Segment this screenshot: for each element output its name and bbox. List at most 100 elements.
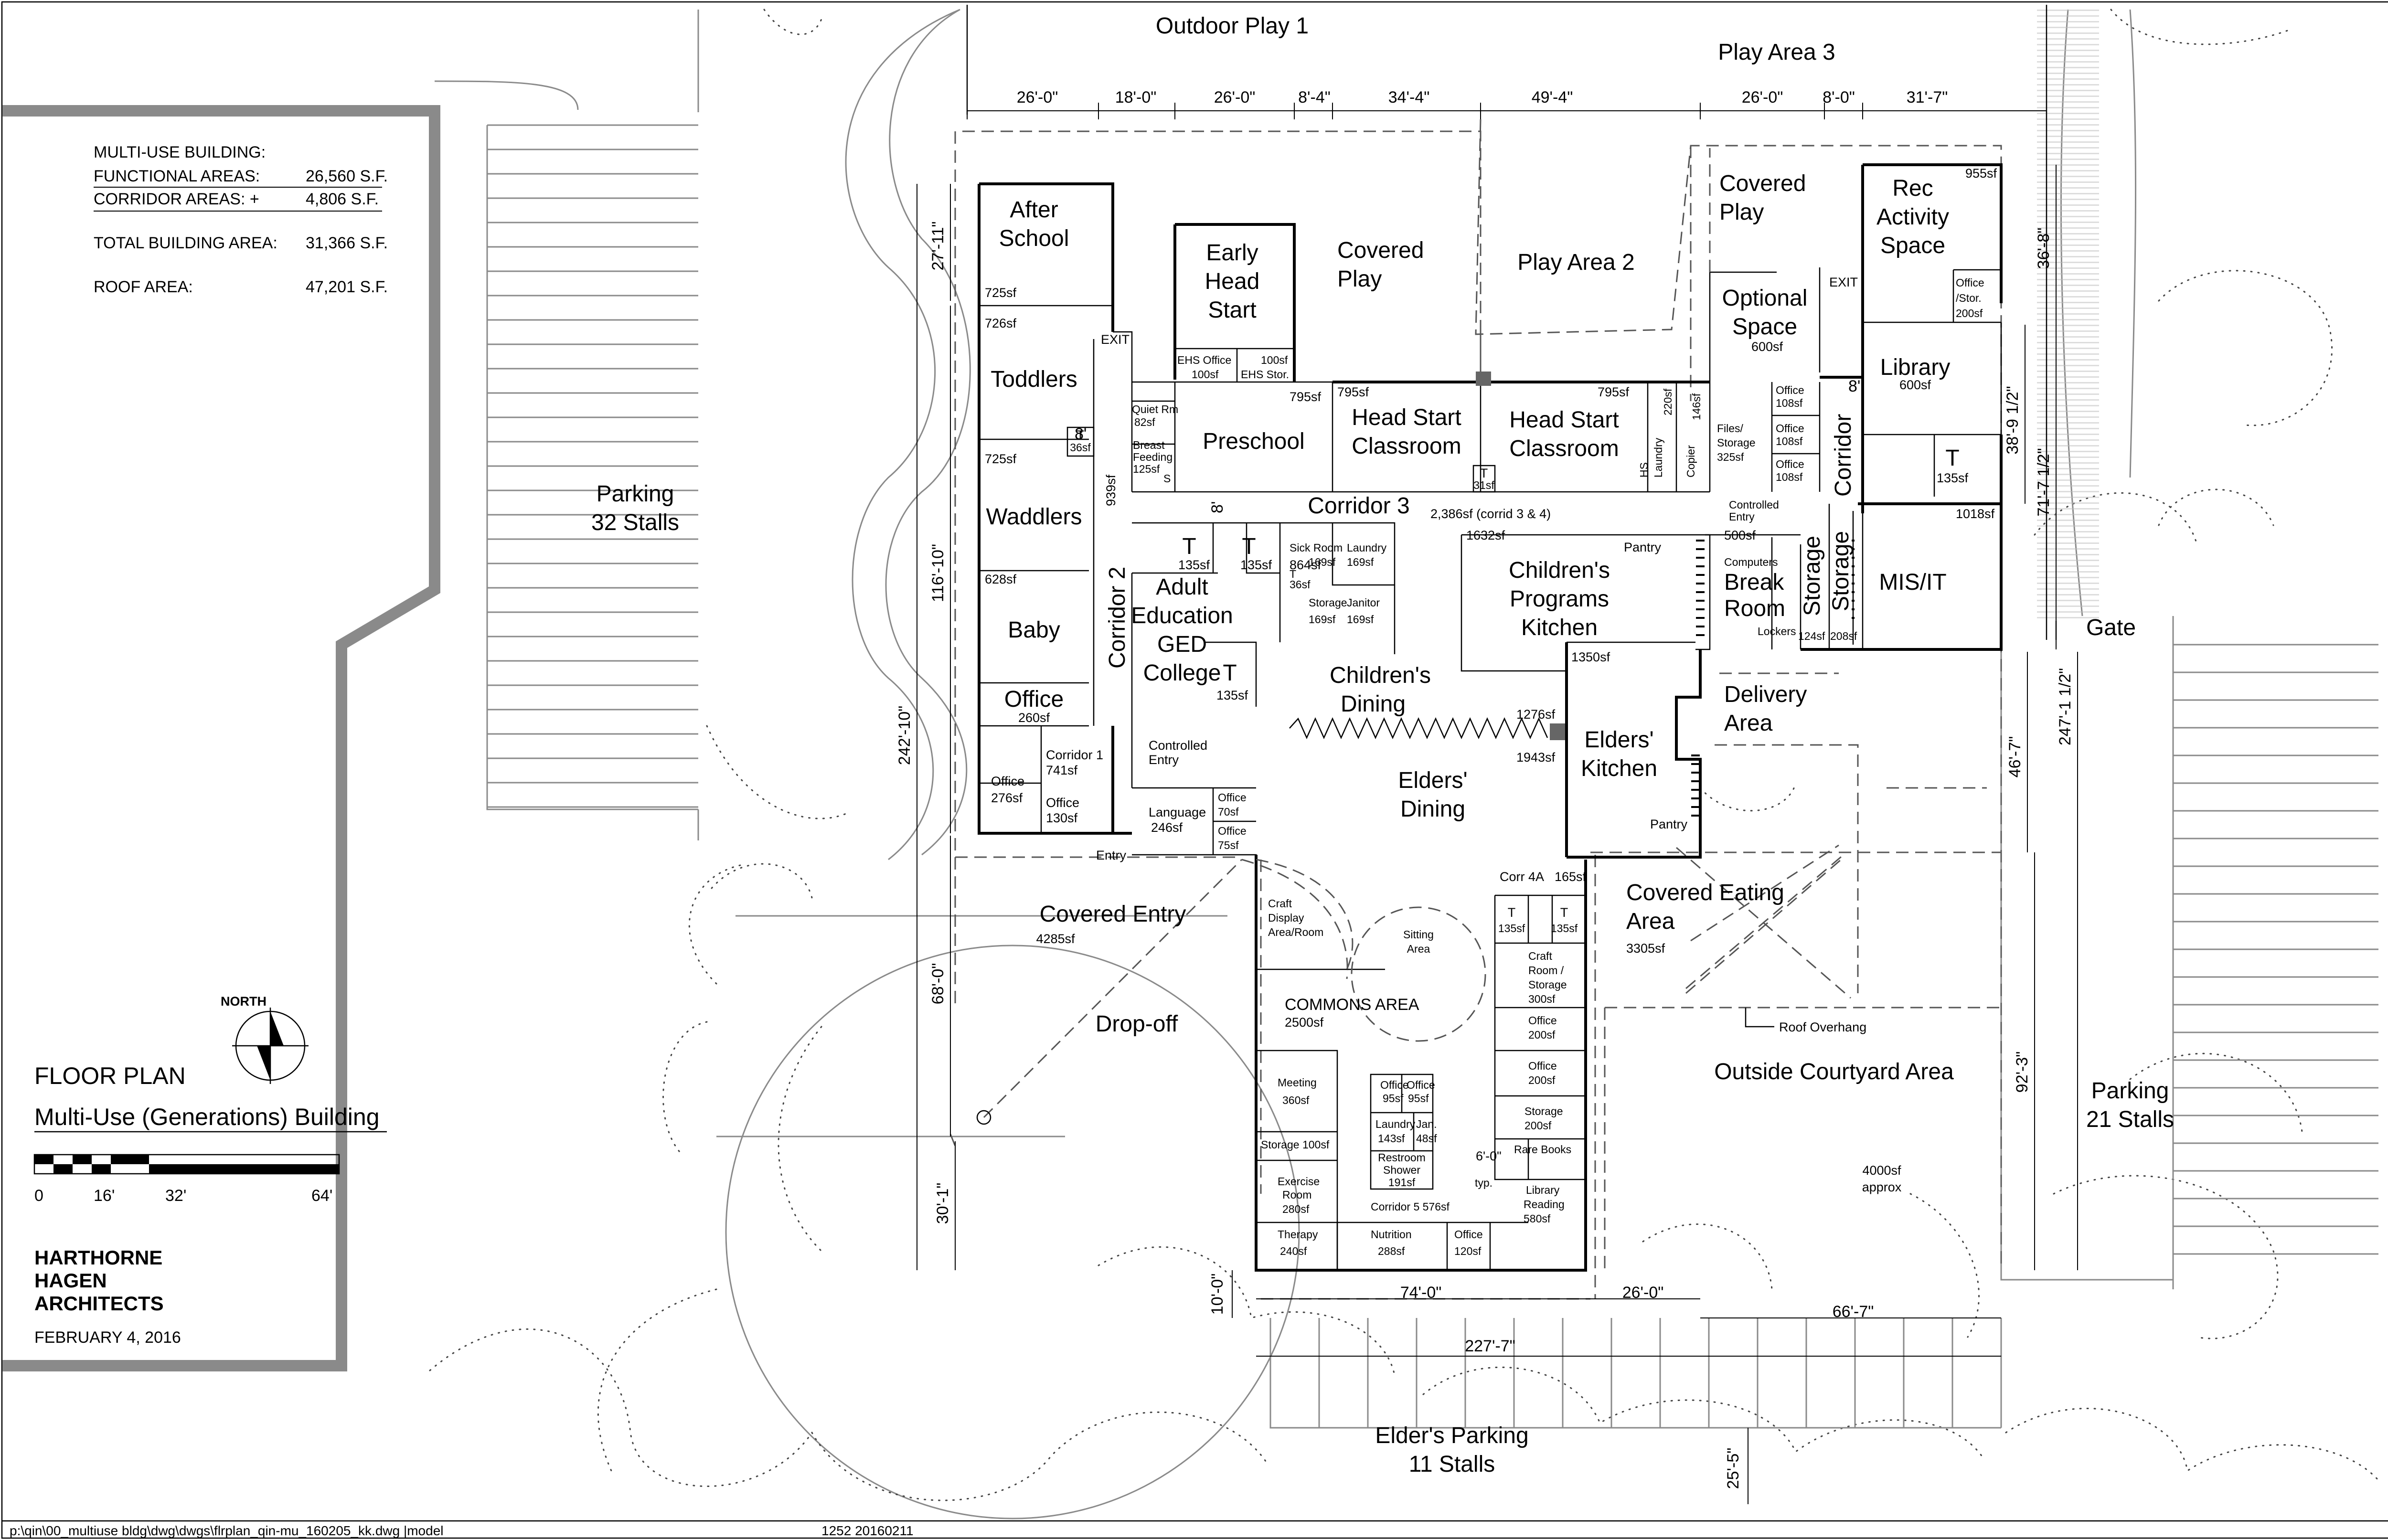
roof-overhang-label: Roof Overhang: [1779, 1020, 1866, 1034]
hs-classroom-2-label-2: Classroom: [1509, 436, 1619, 461]
dim-bottom-3: 66'-7": [1833, 1303, 1874, 1321]
laundry-label-1: Laundry: [1347, 542, 1387, 554]
legend-panel: MULTI-USE BUILDING: FUNCTIONAL AREAS: 26…: [2, 105, 440, 1371]
dim-right-4: 247'-1 1/2": [2056, 668, 2074, 745]
covered-play-2-label-1: Covered: [1719, 171, 1806, 196]
mis-it-label: MIS/IT: [1879, 570, 1946, 595]
parking-32-label-1: Parking: [597, 481, 674, 507]
storage-124-label: Storage: [1800, 536, 1825, 616]
library-reading-label-2: Reading: [1524, 1198, 1565, 1211]
t-135-c-label-1: T: [1223, 660, 1237, 686]
hs-classroom-1-label-2: Classroom: [1352, 434, 1461, 459]
exit-1-label: EXIT: [1101, 332, 1130, 347]
office-120-label-1: Office: [1454, 1228, 1483, 1241]
dim-left-5: 30'-1": [934, 1183, 952, 1224]
t-135-d-label-2: 135sf: [1498, 922, 1525, 935]
sick-room-label-2: 169sf: [1309, 556, 1336, 568]
office-95-2-label-1: Office: [1407, 1079, 1435, 1091]
library-reading-label-3: 580sf: [1524, 1212, 1551, 1225]
play-area-3-label: Play Area 3: [1718, 40, 1835, 65]
dim-left-3: 242'-10": [896, 706, 914, 765]
storage-208-sf: 208sf: [1830, 630, 1857, 642]
laundry-label-2: 169sf: [1347, 556, 1374, 568]
t-135-a-label-2: 135sf: [1178, 558, 1210, 572]
covered-eating-sf: 3305sf: [1626, 941, 1665, 956]
t-135-r-label-1: T: [1945, 446, 1959, 471]
breast-feeding-label-1: Breast: [1133, 439, 1165, 451]
exit-2-label: EXIT: [1829, 275, 1858, 289]
s-label: S: [1163, 472, 1171, 485]
commons-sf: 2500sf: [1285, 1015, 1324, 1030]
restroom-label-3: 191sf: [1388, 1176, 1416, 1189]
ek-sf: 1350sf: [1571, 650, 1610, 664]
files-storage-label-1: Files/: [1717, 422, 1744, 435]
early-head-start-label-1: Early: [1206, 240, 1258, 266]
office-70-label-2: 70sf: [1218, 806, 1239, 818]
office-200-2-label-2: 200sf: [1528, 1074, 1556, 1086]
dim-top-9: 31'-7": [1907, 88, 1948, 106]
rare-books-label: Rare Books: [1514, 1143, 1571, 1156]
office-stor-label-2: /Stor.: [1956, 292, 1982, 304]
dim-top-6: 49'-4": [1532, 88, 1573, 106]
office-130-label-2: 130sf: [1046, 811, 1078, 825]
sitting-area-label-1: Sitting: [1403, 928, 1434, 941]
ehs-stor-label-2: EHS Stor.: [1241, 368, 1289, 381]
t-135-e-label-1: T: [1560, 905, 1568, 920]
jan-label-2: 48sf: [1416, 1132, 1437, 1145]
office-95-2-label-2: 95sf: [1408, 1092, 1429, 1105]
storage-200-label-2: 200sf: [1524, 1119, 1552, 1132]
hs-laundry-sf: 220sf: [1662, 388, 1674, 415]
adult-sf: 864sf: [1290, 558, 1322, 572]
adult-ed-label-1: Adult: [1156, 574, 1208, 600]
courtyard-sf-1: 4000sf: [1862, 1163, 1901, 1178]
copier-sf: 146sf: [1690, 393, 1703, 420]
toddlers-label: Toddlers: [991, 367, 1077, 392]
controlled-entry-1-label-2: Entry: [1149, 753, 1179, 767]
nutrition-label-2: 288sf: [1378, 1245, 1405, 1257]
courtyard-sf-2: approx: [1862, 1180, 1902, 1194]
gate-label: Gate: [2086, 615, 2136, 640]
six-ft-label: 6'-0": [1476, 1149, 1502, 1163]
storage-200-label-1: Storage: [1524, 1105, 1563, 1117]
office-276-label-1: Office: [991, 774, 1024, 788]
controlled-entry-1-label-1: Controlled: [1149, 738, 1207, 753]
drop-off-label: Drop-off: [1096, 1011, 1178, 1037]
lockers-label: Lockers: [1758, 625, 1796, 637]
craft-display-label-2: Display: [1268, 912, 1304, 924]
laundry-143-label-1: Laundry: [1375, 1118, 1416, 1130]
after-school-sf: 725sf: [985, 286, 1017, 300]
ck-sf: 1632sf: [1466, 528, 1505, 542]
dim-bottom-2: 26'-0": [1622, 1284, 1664, 1302]
office-75-label-2: 75sf: [1218, 839, 1239, 851]
dim-bottom-6: 25'-5": [1724, 1448, 1742, 1489]
dim-right-6: 92'-3": [2013, 1051, 2031, 1093]
breast-feeding-label-3: 125sf: [1133, 463, 1160, 475]
legend-roof-value: 47,201 S.F.: [306, 278, 388, 296]
dim-top-7: 26'-0": [1742, 88, 1783, 106]
elders-parking-label-1: Elder's Parking: [1375, 1423, 1528, 1448]
elders-parking: [1269, 1318, 2002, 1429]
controlled-entry-2-label-2: Entry: [1729, 510, 1755, 523]
craft-room-label-1: Craft: [1528, 950, 1552, 962]
legend-header: MULTI-USE BUILDING:: [94, 143, 266, 161]
dim-right-2: 38'-9 1/2": [2004, 386, 2022, 454]
delivery-area-label-2: Area: [1724, 711, 1773, 736]
office-108-3-label-1: Office: [1776, 458, 1804, 470]
files-storage-label-2: Storage: [1717, 436, 1756, 449]
t-36-a-label-1: T: [1077, 428, 1085, 442]
language-label-1: Language: [1149, 805, 1206, 819]
corridor-2-sf: 939sf: [1104, 474, 1118, 506]
outdoor-play-1-label: Outdoor Play 1: [1156, 13, 1309, 39]
ehs-stor-label-1: 100sf: [1261, 354, 1288, 366]
delivery-area-label-1: Delivery: [1724, 682, 1807, 707]
corridor-right-label: Corridor: [1831, 414, 1856, 497]
after-school-label-1: After: [1010, 197, 1058, 223]
hs-classroom-2-label-1: Head Start: [1509, 407, 1619, 433]
covered-entry-label: Covered Entry: [1040, 902, 1186, 927]
dim-right-5: 46'-7": [2006, 736, 2024, 778]
dimension-lines: [917, 103, 2078, 1504]
corridor-3-sf: 2,386sf (corrid 3 & 4): [1430, 507, 1551, 521]
parking-32-label-2: 32 Stalls: [591, 510, 679, 535]
parking-21-label-2: 21 Stalls: [2086, 1107, 2174, 1132]
